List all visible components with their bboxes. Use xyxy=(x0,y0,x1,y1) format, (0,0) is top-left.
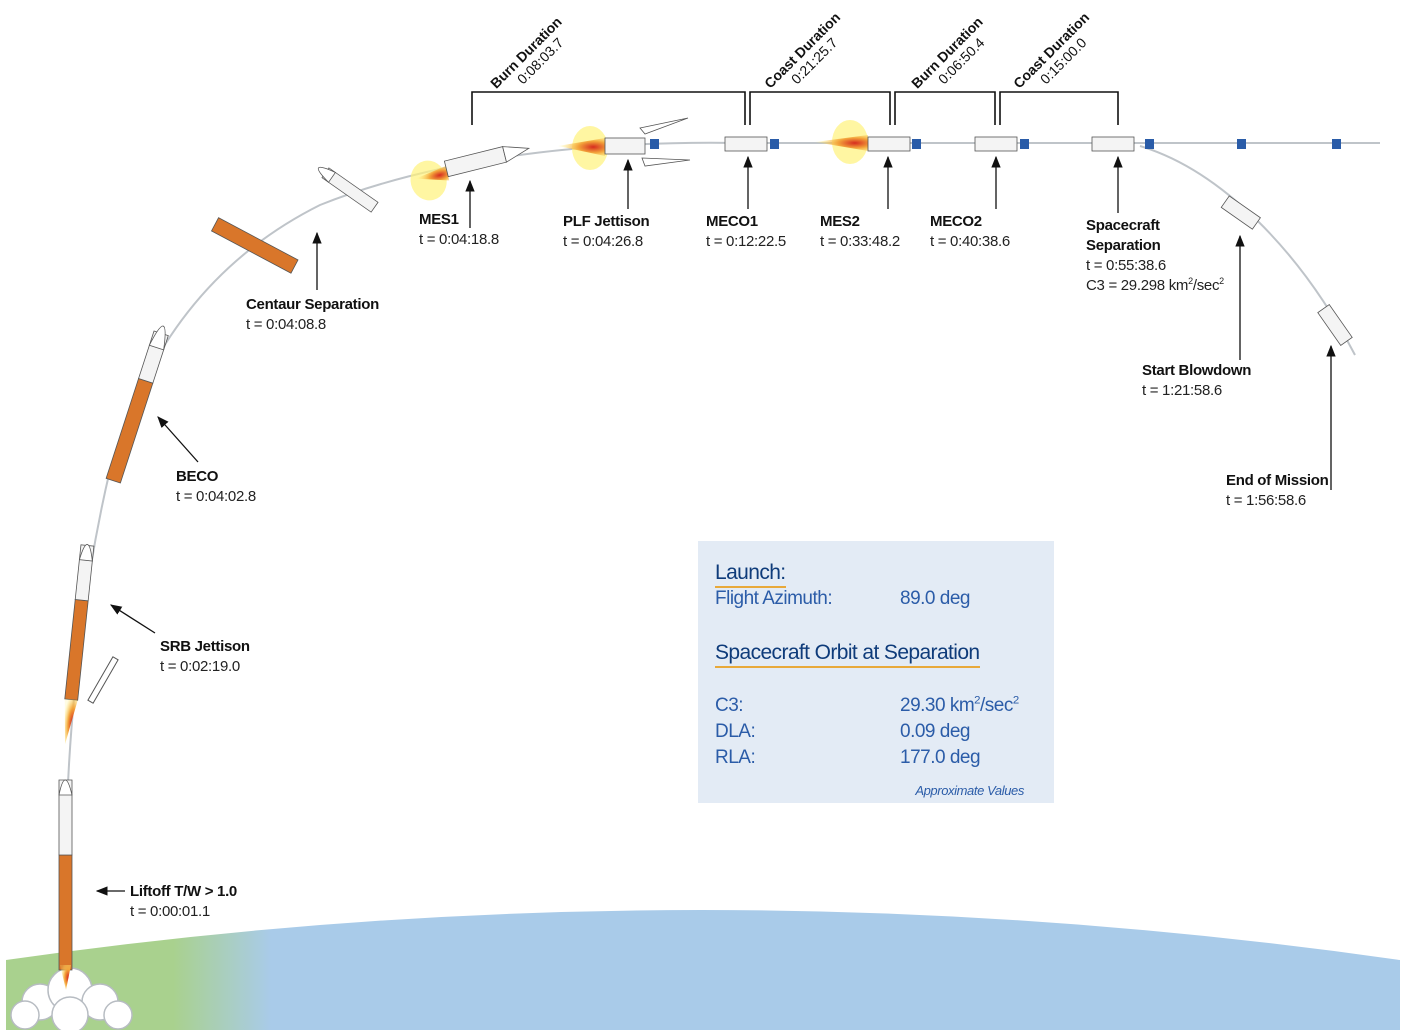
orbit-info-panel: Launch: Flight Azimuth: 89.0 deg Spacecr… xyxy=(698,541,1054,803)
rocket-liftoff xyxy=(58,779,73,990)
upper-stage-mes1 xyxy=(410,146,531,201)
centaur-blowdown xyxy=(1220,195,1261,230)
orbit-heading: Spacecraft Orbit at Separation xyxy=(715,641,980,668)
upper-stage-separation xyxy=(1091,136,1341,152)
upper-stage-plf xyxy=(558,117,691,170)
rocket-centaur-sep xyxy=(210,217,299,274)
rla-value: 177.0 deg xyxy=(900,747,981,768)
centaur-end-mission xyxy=(1317,304,1353,346)
spacecraft-marker xyxy=(1237,139,1246,149)
event-spacecraft-separation: Spacecraft Separation t = 0:55:38.6 C3 =… xyxy=(1086,217,1224,295)
c3-value: 29.30 km2/sec2 xyxy=(900,694,1019,716)
azimuth-label: Flight Azimuth: xyxy=(715,588,833,609)
rocket-srb xyxy=(64,544,95,745)
event-name: Liftoff T/W > 1.0 xyxy=(130,883,237,900)
azimuth-value: 89.0 deg xyxy=(900,588,970,609)
approximate-note: Approximate Values xyxy=(915,783,1024,798)
earth xyxy=(6,910,1400,1030)
event-arrows xyxy=(95,155,1336,896)
upper-stage-meco1 xyxy=(724,136,779,152)
upper-stage-mes2 xyxy=(815,120,921,164)
event-time: t = 0:00:01.1 xyxy=(130,903,210,920)
centaur-stage xyxy=(318,166,379,213)
rocket-beco xyxy=(105,325,169,484)
upper-stage-meco2 xyxy=(974,136,1029,152)
launch-cloud xyxy=(10,967,133,1030)
rla-label: RLA: xyxy=(715,747,756,768)
launch-heading: Launch: xyxy=(715,561,786,588)
separation-c3: C3 = 29.298 km2/sec2 xyxy=(1086,276,1224,295)
dla-label: DLA: xyxy=(715,721,756,742)
duration-brackets xyxy=(471,91,1119,125)
event-liftoff: Liftoff T/W > 1.0 t = 0:00:01.1 xyxy=(130,882,237,922)
spacecraft-marker xyxy=(1332,139,1341,149)
jettisoned-srb xyxy=(87,656,119,704)
dla-value: 0.09 deg xyxy=(900,721,970,742)
c3-label: C3: xyxy=(715,695,744,716)
